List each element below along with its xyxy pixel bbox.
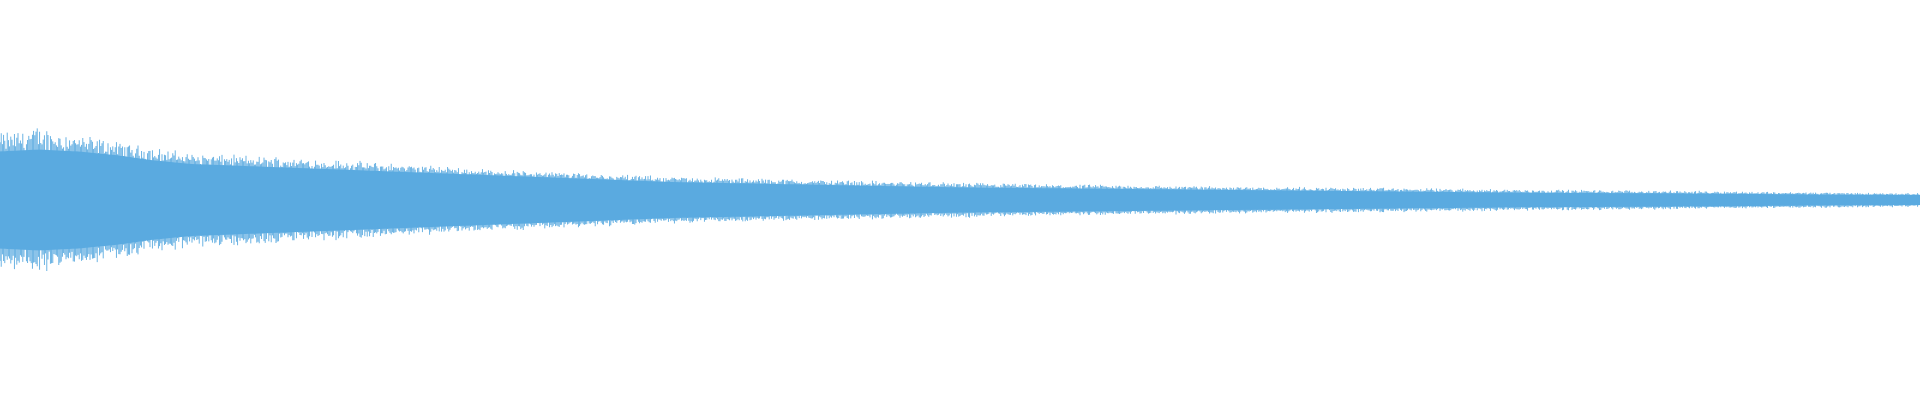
waveform-series	[0, 128, 1920, 271]
